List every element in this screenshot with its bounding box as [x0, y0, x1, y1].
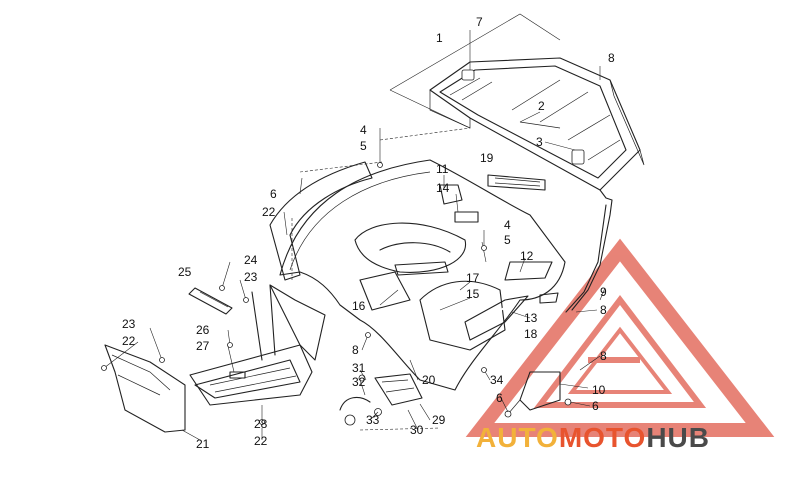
- callout-1-rear-rack: 1: [436, 31, 443, 45]
- callout-4-upper: 4: [360, 123, 367, 137]
- callout-15: 15: [466, 287, 480, 301]
- callout-29: 29: [432, 413, 446, 427]
- callout-6-lower-left: 6: [496, 391, 503, 405]
- side-decal-13: [464, 295, 529, 341]
- callout-20: 20: [422, 373, 436, 387]
- callout-19-decal: 19: [480, 151, 494, 165]
- callout-6-upper: 6: [270, 187, 277, 201]
- callout-18: 18: [524, 327, 538, 341]
- callout-22-mid: 22: [122, 334, 136, 348]
- callout-9: 9: [600, 285, 607, 299]
- callout-8-right-lower: 8: [600, 349, 607, 363]
- left-fender-flap: [269, 161, 383, 281]
- callout-14: 14: [436, 181, 450, 195]
- watermark-hub: HUB: [646, 422, 710, 453]
- callout-25: 25: [178, 265, 192, 279]
- callout-10: 10: [592, 383, 606, 397]
- footwell-panel: [189, 284, 326, 406]
- callout-28: 28: [254, 417, 268, 431]
- callout-labels: 1 7 8 2 3 4 5 19 11 14 6 22 4 5 12 24 25…: [122, 15, 615, 451]
- tail-light: [339, 373, 441, 431]
- callout-22-upper: 22: [262, 205, 276, 219]
- callout-26: 26: [196, 323, 210, 337]
- callout-23-lower: 23: [122, 317, 136, 331]
- watermark-text: AUTOMOTOHUB: [476, 422, 710, 453]
- watermark-moto: MOTO: [559, 422, 646, 453]
- callout-4-lower: 4: [504, 218, 511, 232]
- callout-30: 30: [410, 423, 424, 437]
- callout-3: 3: [536, 135, 543, 149]
- callout-22-lower: 22: [254, 434, 268, 448]
- callout-5-lower: 5: [504, 233, 511, 247]
- callout-32: 32: [352, 375, 366, 389]
- mud-guard: [104, 344, 186, 433]
- decal-19: [487, 174, 546, 191]
- watermark-auto: AUTO: [476, 422, 559, 453]
- callout-27: 27: [196, 339, 210, 353]
- svg-text:AUTOMOTOHUB: AUTOMOTOHUB: [476, 422, 710, 453]
- heel-guard: [188, 287, 233, 315]
- leader-lines: [101, 127, 606, 441]
- callout-13: 13: [524, 311, 538, 325]
- callout-8-fender: 8: [352, 343, 359, 357]
- callout-16: 16: [352, 299, 366, 313]
- callout-34: 34: [490, 373, 504, 387]
- callout-2: 2: [538, 99, 545, 113]
- callout-8-rack-right: 8: [608, 51, 615, 65]
- callout-5-upper: 5: [360, 139, 367, 153]
- callout-23-upper: 23: [244, 270, 258, 284]
- rear-fender: [279, 159, 566, 391]
- callout-21: 21: [196, 437, 210, 451]
- callout-24: 24: [244, 253, 258, 267]
- callout-12: 12: [520, 249, 534, 263]
- rear-rack: [389, 13, 645, 313]
- watermark-logo: [465, 238, 775, 437]
- callout-17: 17: [466, 271, 480, 285]
- callout-11: 11: [436, 162, 449, 176]
- callout-31: 31: [352, 361, 366, 375]
- callout-33: 33: [366, 413, 380, 427]
- callout-8-right-mid: 8: [600, 303, 607, 317]
- callout-6-lower-right: 6: [592, 399, 599, 413]
- callout-7: 7: [476, 15, 483, 29]
- rear-bracket: [504, 371, 572, 418]
